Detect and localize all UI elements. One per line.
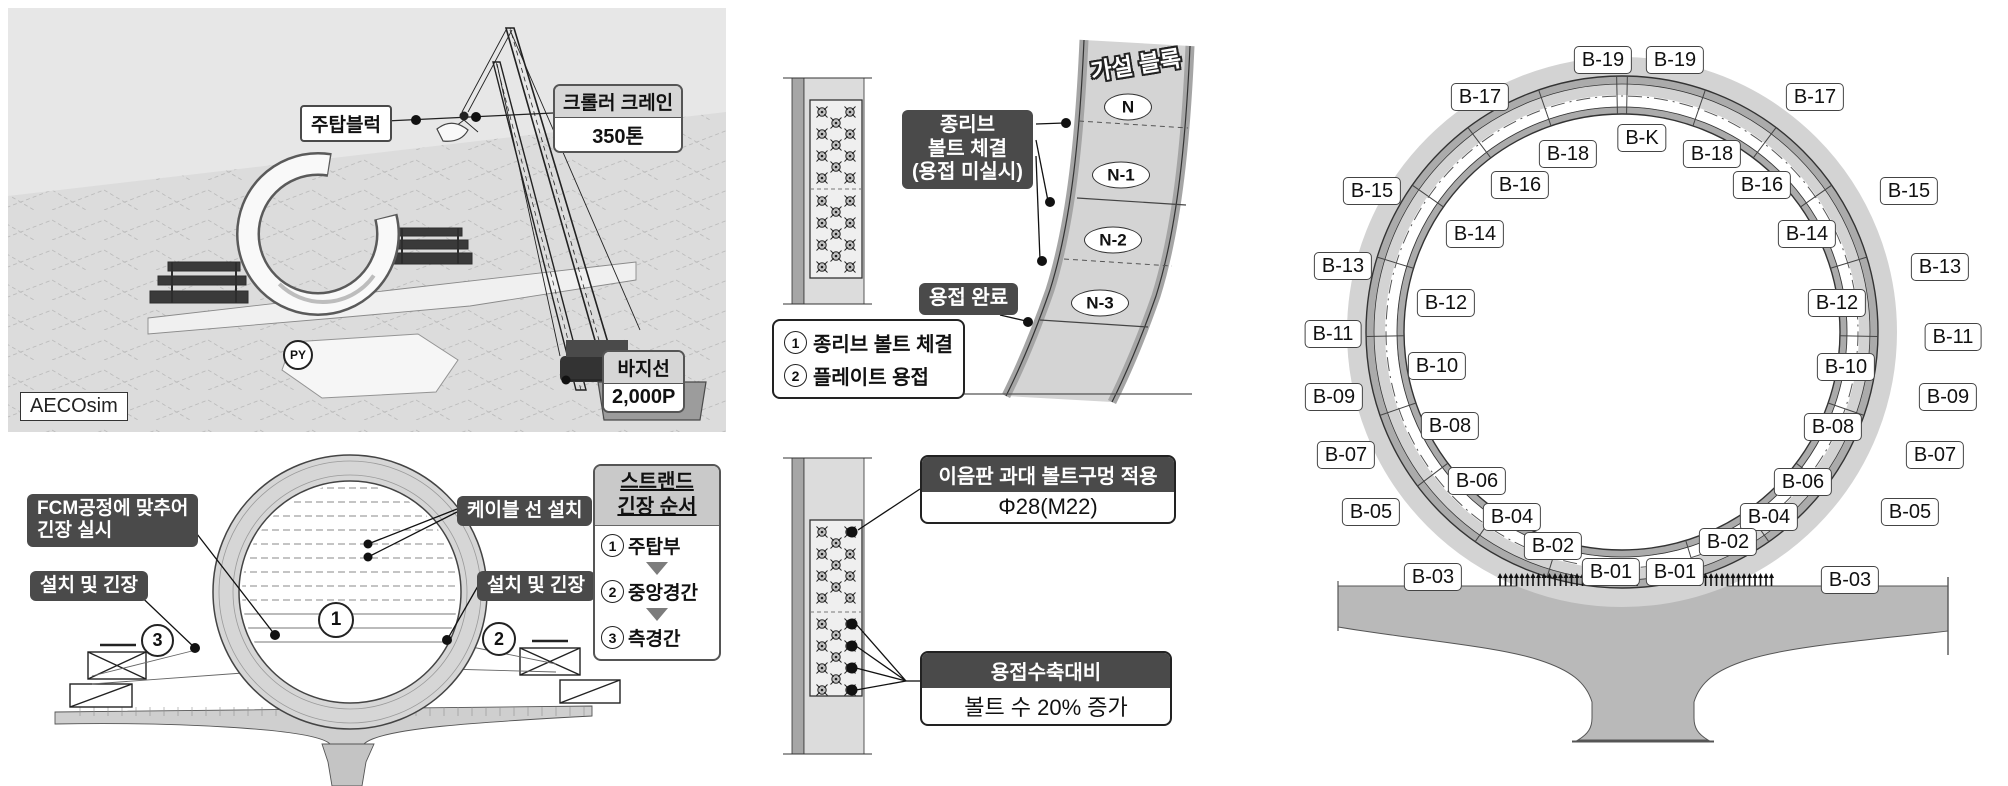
aecosim-watermark: AECOsim [20, 392, 128, 421]
block-label-b-01: B-01 [1581, 558, 1641, 586]
procedure-step-1: 1 종리브 볼트 체결 [784, 326, 953, 359]
pylon-ring-3d [236, 152, 400, 316]
traveler-left-b [69, 643, 147, 708]
pier-cap-3d [281, 333, 459, 399]
pier-b [321, 743, 375, 786]
block-label-b-18: B-18 [1538, 140, 1598, 168]
procedure-step-2: 2 플레이트 용접 [784, 359, 953, 392]
block-label-b-04: B-04 [1739, 503, 1799, 531]
fcm-note: FCM공정에 맞추어 긴장 실시 [27, 494, 199, 547]
block-label-b-08: B-08 [1420, 412, 1480, 440]
render-3d-panel [8, 8, 726, 432]
segment-oval-n-2: N-2 [1084, 226, 1142, 254]
deck-3d [147, 261, 637, 335]
tension-panel [54, 454, 621, 786]
block-label-b-04: B-04 [1482, 503, 1542, 531]
block-label-b-15: B-15 [1342, 177, 1402, 205]
down-arrow-icon [646, 608, 668, 621]
install-tension-left: 설치 및 긴장 [30, 571, 148, 602]
block-label-b-05: B-05 [1880, 498, 1940, 526]
block-label-b-07: B-07 [1905, 441, 1965, 469]
block-label-b-12: B-12 [1807, 289, 1867, 317]
crane-label-capacity: 350톤 [555, 118, 682, 151]
block-label-b-08: B-08 [1803, 413, 1863, 441]
down-arrow-icon [646, 562, 668, 575]
rib-bolt-note: 종리브 볼트 체결 (용접 미실시) [902, 110, 1033, 189]
block-label-b-14: B-14 [1445, 220, 1505, 248]
step-circle-2: 2 [482, 622, 516, 656]
block-label-b-12: B-12 [1416, 289, 1476, 317]
sequence-step-1: 1 주탑부 [595, 531, 719, 560]
ring-e [1347, 57, 1897, 607]
segment-oval-n: N [1104, 93, 1152, 121]
block-label-b-02: B-02 [1698, 528, 1758, 556]
crane-label: 크롤러 크레인 350톤 [553, 84, 684, 153]
leaders-b [129, 508, 479, 653]
block-label-b-17: B-17 [1450, 83, 1510, 111]
block-label-b-16: B-16 [1490, 171, 1550, 199]
block-label-b-19: B-19 [1645, 46, 1705, 74]
block-label-b-18: B-18 [1682, 140, 1742, 168]
oversize-hole-note: 이음판 과대 볼트구멍 적용 Φ28(M22) [920, 455, 1176, 524]
leaders-joint-upper [999, 118, 1071, 327]
traveler-left-3d [149, 261, 249, 304]
barge-label-title: 바지선 [604, 352, 684, 384]
leaders-joint-lower [846, 488, 921, 696]
strand-sequence-title: 스트랜드 긴장 순서 [595, 466, 719, 526]
block-label-b-09: B-09 [1918, 383, 1978, 411]
block-label-b-09: B-09 [1304, 383, 1364, 411]
block-label-b-k: B-K [1617, 124, 1667, 152]
weld-shrink-note: 용접수축대비 볼트 수 20% 증가 [920, 651, 1172, 726]
block-label-b-10: B-10 [1407, 352, 1467, 380]
block-label-b-03: B-03 [1403, 563, 1463, 591]
block-label-b-13: B-13 [1910, 253, 1970, 281]
block-label-b-16: B-16 [1732, 171, 1792, 199]
block-label-b-11: B-11 [1304, 320, 1362, 348]
procedure-box: 1 종리브 볼트 체결 2 플레이트 용접 [772, 319, 965, 399]
step-circle-1: 1 [318, 602, 354, 638]
pylon-block-label: 주탑블럭 [300, 105, 392, 142]
block-label-b-06: B-06 [1447, 467, 1507, 495]
install-tension-right: 설치 및 긴장 [477, 571, 595, 602]
block-label-b-10: B-10 [1816, 353, 1876, 381]
weld-done-note: 용접 완료 [919, 283, 1019, 315]
step-circle-3: 3 [141, 624, 174, 657]
traveler-right-b [519, 639, 621, 704]
segment-oval-n-1: N-1 [1092, 161, 1150, 189]
block-label-b-02: B-02 [1523, 532, 1583, 560]
cable-note: 케이블 선 설치 [457, 496, 593, 527]
segment-oval-n-3: N-3 [1071, 289, 1129, 317]
joint-lower-panel [783, 457, 921, 755]
joint-upper-panel [783, 39, 1195, 405]
block-label-b-05: B-05 [1341, 498, 1401, 526]
barge-label: 바지선 2,000P [602, 350, 686, 413]
crane-label-title: 크롤러 크레인 [555, 86, 682, 118]
block-label-b-07: B-07 [1316, 441, 1376, 469]
block-label-b-11: B-11 [1924, 323, 1982, 351]
block-label-b-14: B-14 [1777, 220, 1837, 248]
block-label-b-03: B-03 [1820, 566, 1880, 594]
sequence-step-2: 2 중앙경간 [595, 577, 719, 606]
block-label-b-06: B-06 [1773, 468, 1833, 496]
block-label-b-13: B-13 [1313, 252, 1373, 280]
temp-block-strip [955, 39, 1195, 405]
strand-sequence-panel: 스트랜드 긴장 순서 1 주탑부 2 중앙경간 3 측경간 [593, 464, 721, 661]
block-label-b-01: B-01 [1645, 558, 1705, 586]
block-label-b-15: B-15 [1879, 177, 1939, 205]
ring-b-inner [238, 480, 462, 704]
block-label-b-19: B-19 [1573, 46, 1633, 74]
deck-e [1337, 585, 1949, 741]
block-ring-panel [1337, 57, 1949, 743]
leaders-3d [385, 112, 602, 385]
sequence-step-3: 3 측경간 [595, 623, 719, 652]
block-label-b-17: B-17 [1785, 83, 1845, 111]
barge-label-capacity: 2,000P [604, 384, 684, 411]
pier-tag: PY [283, 340, 313, 370]
